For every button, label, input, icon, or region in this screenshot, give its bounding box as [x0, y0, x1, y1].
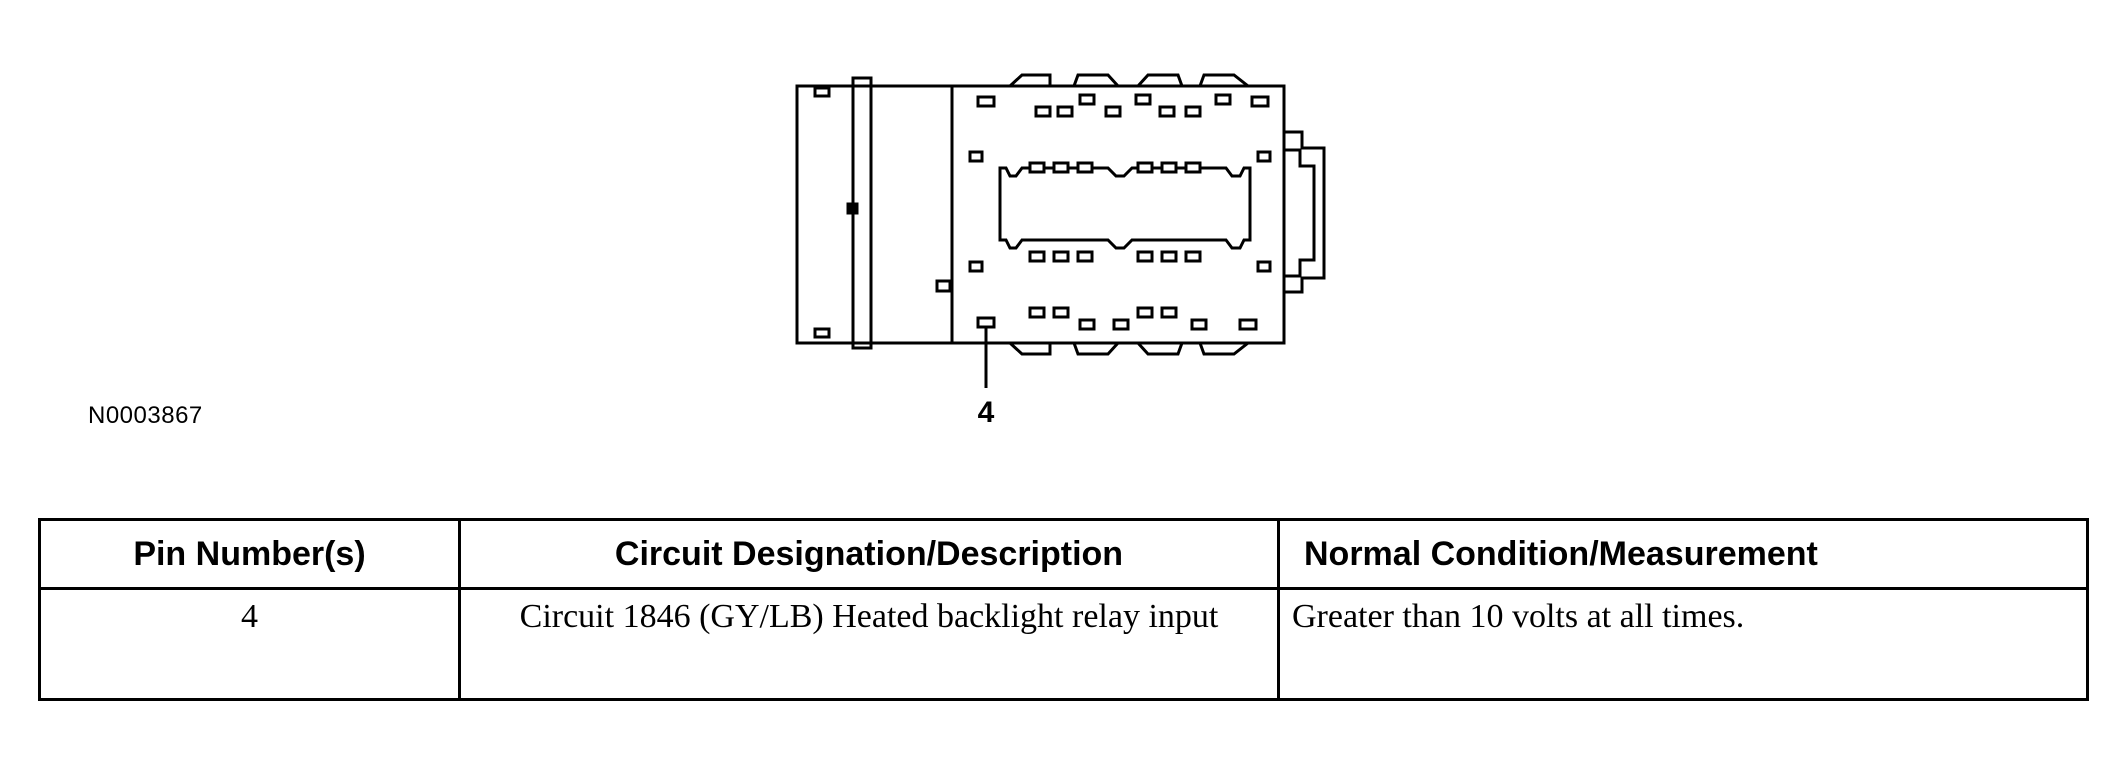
- header-circuit-designation: Circuit Designation/Description: [458, 518, 1280, 590]
- pin-cavity: [1256, 260, 1272, 273]
- cell-circuit-description: Circuit 1846 (GY/LB) Heated backlight re…: [458, 587, 1280, 701]
- pin-cavity: [1052, 250, 1070, 263]
- housing-ridge: [1134, 341, 1185, 356]
- connector-lock-tab-inner: [1284, 148, 1316, 278]
- pin-cavity: [1076, 250, 1094, 263]
- pin-cavity: [1250, 95, 1270, 108]
- pin-cavity: [1256, 150, 1272, 163]
- pin-cavity: [1184, 161, 1202, 174]
- pin-cavity: [1052, 161, 1070, 174]
- housing-ridge: [1197, 73, 1253, 88]
- pin-cavity: [1078, 93, 1096, 106]
- pin-cavity: [1028, 161, 1046, 174]
- header-normal-condition: Normal Condition/Measurement: [1277, 518, 2089, 590]
- housing-ridge: [1134, 73, 1185, 88]
- housing-ridge: [1006, 73, 1052, 88]
- pin-cavity: [968, 260, 984, 273]
- table-row: 4 Circuit 1846 (GY/LB) Heated backlight …: [38, 587, 2089, 701]
- pin-cavity: [1136, 250, 1154, 263]
- housing-ridge: [1071, 341, 1122, 356]
- cell-measurement: Greater than 10 volts at all times.: [1277, 587, 2089, 701]
- pin-cavity: [1160, 161, 1178, 174]
- connector-lock-tab: [1284, 130, 1326, 294]
- pin-cavity: [1238, 318, 1258, 331]
- pin-cavity: [1134, 93, 1152, 106]
- connector-diagram: 4: [795, 73, 1326, 429]
- pin-cavity: [1160, 306, 1178, 319]
- housing-ridge: [1006, 341, 1052, 356]
- pin-cavity: [1190, 318, 1208, 331]
- housing-ridge: [1197, 341, 1253, 356]
- housing-ridge: [1071, 73, 1122, 88]
- cell-pin-number: 4: [38, 587, 461, 701]
- pin-cavity: [976, 95, 996, 108]
- pin-cavity: [968, 150, 984, 163]
- center-key-cavity: [998, 166, 1252, 250]
- latch-tab: [846, 202, 859, 215]
- housing-slot: [935, 279, 952, 293]
- pin-cavity: [1028, 306, 1046, 319]
- pin-cavity: [1136, 161, 1154, 174]
- pin-cavity: [1112, 318, 1130, 331]
- pin-cavity: [1184, 250, 1202, 263]
- pin-cavity: [1052, 306, 1070, 319]
- pin-cavity: [1160, 250, 1178, 263]
- table-header-row: Pin Number(s) Circuit Designation/Descri…: [38, 518, 2089, 590]
- figure-id: N0003867: [88, 402, 203, 429]
- pin-cavity: [1028, 250, 1046, 263]
- pin-cavity: [1214, 93, 1232, 106]
- pin-cavity: [1056, 105, 1074, 118]
- pin-cavity: [1104, 105, 1122, 118]
- pin-cavity: [1076, 161, 1094, 174]
- pin-cavity: [1184, 105, 1202, 118]
- pin-cavity: [1136, 306, 1154, 319]
- housing-slot: [813, 86, 831, 98]
- housing-slot: [813, 327, 831, 339]
- pin-cavity: [1034, 105, 1052, 118]
- header-pin-numbers: Pin Number(s): [38, 518, 461, 590]
- pin-cavity-4: [976, 316, 996, 329]
- pin-table: Pin Number(s) Circuit Designation/Descri…: [38, 518, 2089, 701]
- pin-cavity: [1158, 105, 1176, 118]
- pin-cavity: [1078, 318, 1096, 331]
- pin-callout-label: 4: [978, 396, 995, 429]
